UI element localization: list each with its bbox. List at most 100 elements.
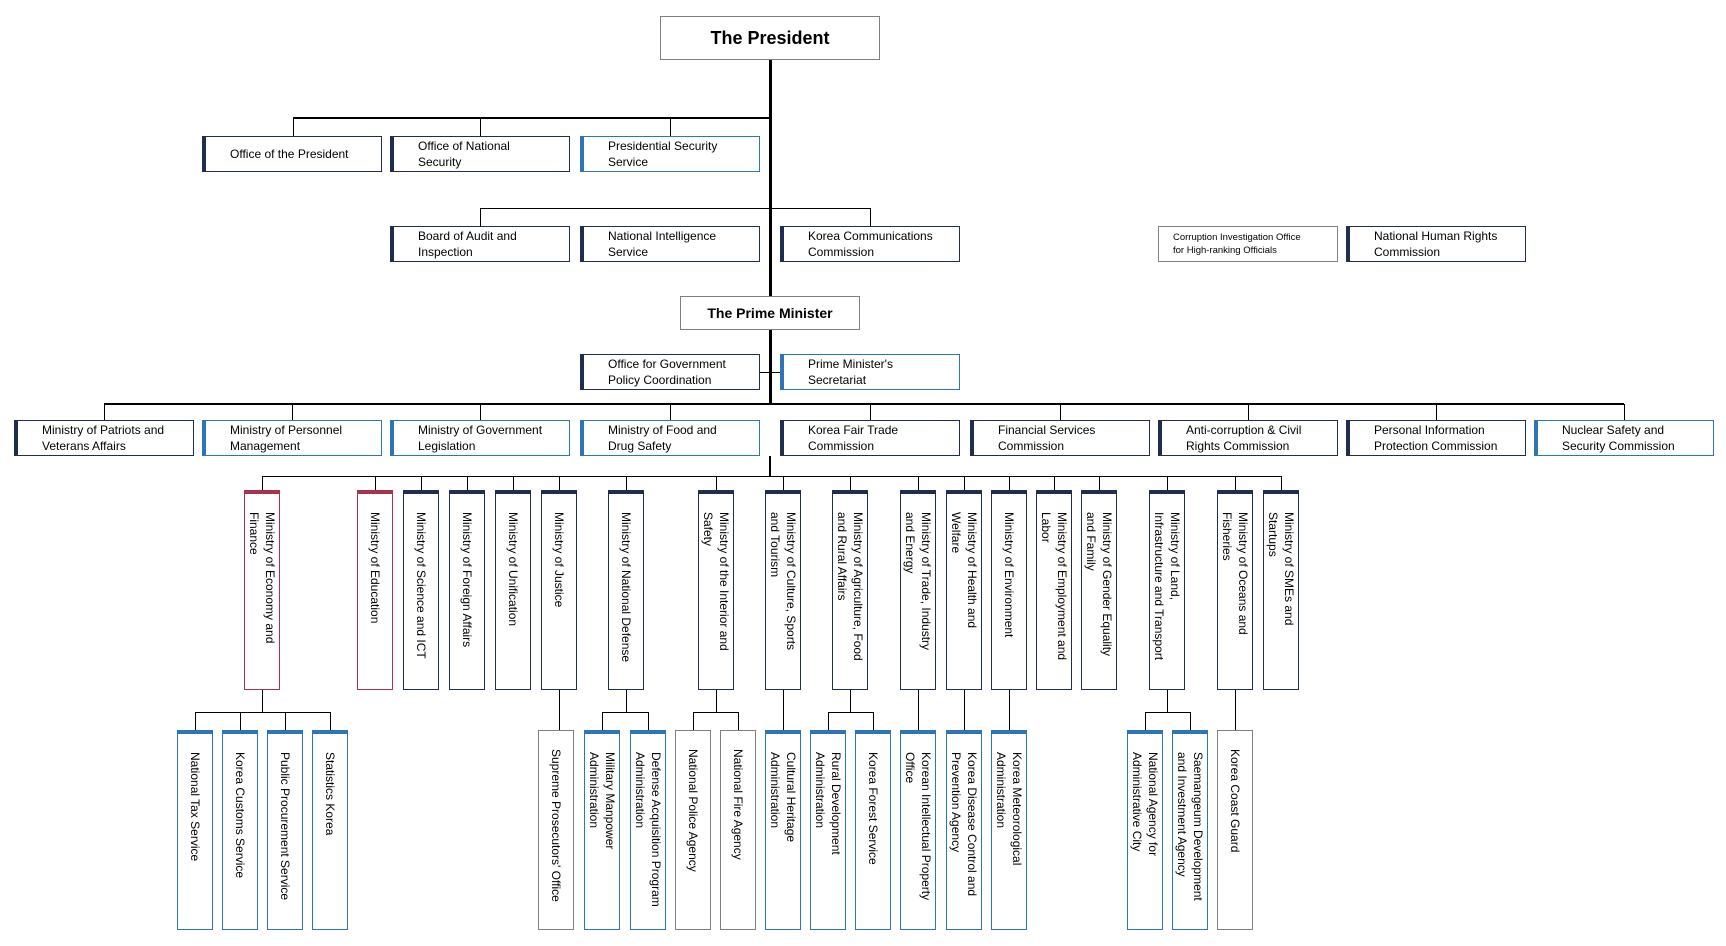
ministry-of-health-and-welfare-label: Ministry of Health and Welfare: [949, 512, 979, 629]
ministry-of-education-box: Ministry of Education: [357, 490, 393, 690]
connector-line: [693, 712, 738, 713]
ministry-of-national-defense-box: Ministry of National Defense: [608, 490, 644, 690]
connector-line: [760, 372, 780, 373]
korea-meteorological-administration-label: Korea Meteorological Administration: [994, 752, 1024, 866]
connector-line: [195, 712, 330, 713]
personal-information-protection-commission-box: Personal Information Protection Commissi…: [1346, 420, 1526, 456]
connector-line: [716, 690, 717, 712]
connector-line: [1235, 690, 1236, 730]
ministry-of-employment-and-labor-label: Ministry of Employment and Labor: [1039, 512, 1069, 661]
connector-line: [559, 476, 560, 490]
ministry-of-employment-and-labor-box: Ministry of Employment and Labor: [1036, 490, 1072, 690]
connector-line: [693, 712, 694, 730]
connector-line: [240, 712, 241, 730]
connector-line: [738, 712, 739, 730]
connector-line: [104, 404, 105, 420]
connector-line: [626, 476, 627, 490]
ministry-of-education-label: Ministry of Education: [368, 512, 382, 624]
connector-line: [480, 208, 481, 226]
connector-line: [918, 476, 919, 490]
korea-coast-guard-label: Korea Coast Guard: [1228, 749, 1242, 853]
ministry-of-land-infrastructure-box: Ministry of Land, Infrastructure and Tra…: [1149, 490, 1185, 690]
connector-line: [195, 712, 196, 730]
connector-line: [292, 404, 293, 420]
ministry-of-gender-equality-box: Ministry of Gender Equality and Family: [1081, 490, 1117, 690]
anti-corruption-commission-label: Anti-corruption & Civil Rights Commissio…: [1186, 423, 1302, 453]
connector-line: [670, 118, 671, 136]
office-of-national-security-label: Office of National Security: [418, 139, 510, 169]
connector-line: [1145, 712, 1146, 730]
ministry-of-unification-label: Ministry of Unification: [506, 512, 520, 627]
prime-ministers-secretariat-label: Prime Minister's Secretariat: [808, 357, 893, 387]
ministry-of-unification-box: Ministry of Unification: [495, 490, 531, 690]
ministry-of-government-legislation-label: Ministry of Government Legislation: [418, 423, 543, 453]
ministry-of-science-and-ict-label: Ministry of Science and ICT: [414, 512, 428, 659]
korea-customs-service-box: Korea Customs Service: [222, 730, 258, 930]
ministry-of-food-and-drug-safety-label: Ministry of Food and Drug Safety: [608, 423, 717, 453]
national-intelligence-service-label: National Intelligence Service: [608, 229, 717, 259]
ministry-of-justice-box: Ministry of Justice: [541, 490, 577, 690]
saemangeum-development-agency-box: Saemangeum Development and Investment Ag…: [1172, 730, 1208, 930]
connector-line: [104, 403, 1624, 405]
connector-line: [1009, 690, 1010, 730]
connector-line: [285, 712, 286, 730]
president-box: The President: [660, 16, 880, 60]
connector-line: [1145, 712, 1190, 713]
board-of-audit-box: Board of Audit and Inspection: [390, 226, 570, 262]
ministry-of-oceans-and-fisheries-box: Ministry of Oceans and Fisheries: [1217, 490, 1253, 690]
connector-line: [1248, 404, 1249, 420]
president-label: The President: [710, 27, 830, 48]
presidential-security-service-box: Presidential Security Service: [580, 136, 760, 172]
military-manpower-administration-box: Military Manpower Administration: [584, 730, 620, 930]
public-procurement-service-box: Public Procurement Service: [267, 730, 303, 930]
korea-customs-service-label: Korea Customs Service: [233, 752, 247, 879]
national-intelligence-service-box: National Intelligence Service: [580, 226, 760, 262]
connector-line: [480, 208, 870, 209]
korea-disease-control-box: Korea Disease Control and Prevention Age…: [946, 730, 982, 930]
ministry-of-health-and-welfare-box: Ministry of Health and Welfare: [946, 490, 982, 690]
connector-line: [769, 456, 771, 476]
connector-line: [964, 476, 965, 490]
ministry-of-economy-and-finance-box: Ministry of Economy and Finance: [244, 490, 280, 690]
financial-services-commission-label: Financial Services Commission: [998, 423, 1096, 453]
nuclear-safety-commission-box: Nuclear Safety and Security Commission: [1534, 420, 1714, 456]
korea-disease-control-label: Korea Disease Control and Prevention Age…: [949, 752, 979, 897]
connector-line: [964, 690, 965, 730]
connector-line: [1167, 690, 1168, 712]
connector-line: [480, 404, 481, 420]
connector-line: [870, 404, 871, 420]
rural-development-administration-box: Rural Development Administration: [810, 730, 846, 930]
anti-corruption-commission-box: Anti-corruption & Civil Rights Commissio…: [1158, 420, 1338, 456]
office-for-government-policy-coordination-box: Office for Government Policy Coordinatio…: [580, 354, 760, 390]
korea-fair-trade-commission-label: Korea Fair Trade Commission: [808, 423, 899, 453]
financial-services-commission-box: Financial Services Commission: [970, 420, 1150, 456]
office-of-president-label: Office of the President: [230, 147, 349, 161]
prime-minister-box: The Prime Minister: [680, 296, 860, 330]
connector-line: [480, 118, 481, 136]
ministry-of-land-infrastructure-label: Ministry of Land, Infrastructure and Tra…: [1152, 512, 1182, 661]
connector-line: [716, 476, 717, 490]
korean-intellectual-property-office-label: Korean Intellectual Property Office: [903, 752, 933, 901]
korean-intellectual-property-office-box: Korean Intellectual Property Office: [900, 730, 936, 930]
defense-acquisition-program-box: Defense Acquisition Program Administrati…: [630, 730, 666, 930]
connector-line: [1235, 476, 1236, 490]
corruption-investigation-office-label: Corruption Investigation Office for High…: [1173, 232, 1301, 256]
connector-line: [375, 476, 376, 490]
ministry-of-smes-and-startups-box: Ministry of SMEs and Startups: [1263, 490, 1299, 690]
ministry-of-justice-label: Ministry of Justice: [552, 512, 566, 608]
public-procurement-service-label: Public Procurement Service: [278, 752, 292, 901]
rural-development-administration-label: Rural Development Administration: [813, 752, 843, 855]
ministry-of-food-and-drug-safety-box: Ministry of Food and Drug Safety: [580, 420, 760, 456]
personal-information-protection-commission-label: Personal Information Protection Commissi…: [1374, 423, 1498, 453]
ministry-of-foreign-affairs-box: Ministry of Foreign Affairs: [449, 490, 485, 690]
military-manpower-administration-label: Military Manpower Administration: [587, 752, 617, 850]
connector-line: [1009, 476, 1010, 490]
prime-minister-label: The Prime Minister: [707, 305, 833, 321]
ministry-of-patriots-box: Ministry of Patriots and Veterans Affair…: [14, 420, 194, 456]
korea-forest-service-box: Korea Forest Service: [855, 730, 891, 930]
cultural-heritage-administration-label: Cultural Heritage Administration: [768, 752, 798, 843]
connector-line: [1060, 404, 1061, 420]
connector-line: [670, 404, 671, 420]
statistics-korea-label: Statistics Korea: [323, 752, 337, 836]
